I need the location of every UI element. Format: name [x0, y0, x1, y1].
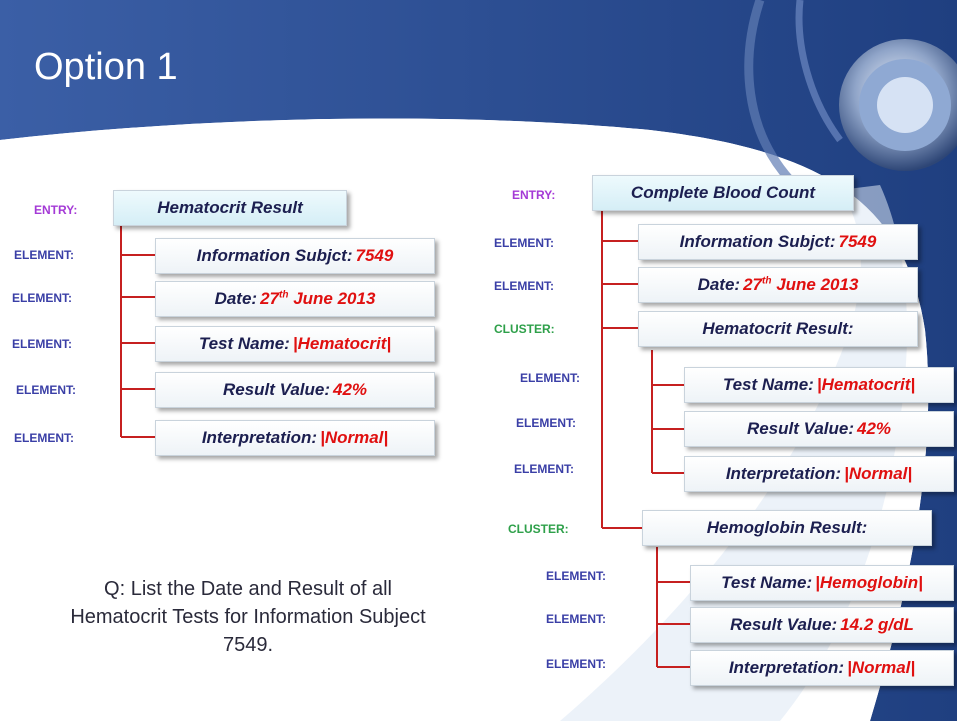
hematocrit-interpretation: Interpretation:|Normal| — [684, 456, 954, 492]
right-cluster-hemoglobin: Hemoglobin Result: — [642, 510, 932, 546]
element-label: ELEMENT: — [494, 279, 554, 293]
date-day: 27 — [743, 275, 762, 294]
hemoglobin-result-value: Result Value:14.2 g/dL — [690, 607, 954, 643]
hematocrit-result-value: Result Value:42% — [684, 411, 954, 447]
element-label: ELEMENT: — [520, 371, 580, 385]
slide-title: Option 1 — [34, 46, 178, 88]
left-element-date: Date:27th June 2013 — [155, 281, 435, 317]
field-name: Date: — [214, 289, 258, 308]
hemoglobin-test-name: Test Name:|Hemoglobin| — [690, 565, 954, 601]
field-name: Date: — [697, 275, 741, 294]
field-name: Result Value: — [746, 419, 855, 438]
element-label: ELEMENT: — [514, 462, 574, 476]
element-label: ELEMENT: — [494, 236, 554, 250]
field-value: |Hematocrit| — [816, 375, 916, 394]
cluster-title: Hematocrit Result: — [702, 319, 854, 338]
left-element-info-subject: Information Subjct:7549 — [155, 238, 435, 274]
element-label: ELEMENT: — [546, 657, 606, 671]
question-text: Q: List the Date and Result of all Hemat… — [70, 578, 426, 656]
left-entry-box: Hematocrit Result — [113, 190, 347, 226]
field-name: Information Subjct: — [679, 232, 836, 251]
entry-label: ENTRY: — [34, 203, 78, 217]
left-entry-text: Hematocrit Result — [157, 198, 303, 217]
element-label: ELEMENT: — [14, 248, 74, 262]
right-entry-text: Complete Blood Count — [630, 183, 816, 202]
cluster-label: CLUSTER: — [508, 522, 569, 536]
field-value: 42% — [333, 380, 368, 399]
element-label: ELEMENT: — [546, 612, 606, 626]
left-tree-connectors — [120, 224, 155, 438]
field-name: Test Name: — [721, 573, 813, 592]
right-entry-box: Complete Blood Count — [592, 175, 854, 211]
field-name: Interpretation: — [201, 428, 318, 447]
left-element-result-value: Result Value:42% — [155, 372, 435, 408]
field-value: 14.2 g/dL — [840, 615, 914, 634]
element-label: ELEMENT: — [12, 337, 72, 351]
hematocrit-test-name: Test Name:|Hematocrit| — [684, 367, 954, 403]
field-value: 27th June 2013 — [743, 275, 858, 295]
cluster-title: Hemoglobin Result: — [706, 518, 868, 537]
field-name: Result Value: — [222, 380, 331, 399]
field-name: Result Value: — [730, 615, 838, 634]
left-element-test-name: Test Name:|Hematocrit| — [155, 326, 435, 362]
cluster-label: CLUSTER: — [494, 322, 555, 336]
entry-label: ENTRY: — [512, 188, 556, 202]
field-value: |Normal| — [320, 428, 389, 447]
field-value: 42% — [857, 419, 892, 438]
field-value: 27th June 2013 — [260, 289, 375, 309]
date-suffix: th — [279, 289, 289, 301]
right-element-date: Date:27th June 2013 — [638, 267, 918, 303]
field-value: 7549 — [355, 246, 394, 265]
field-name: Test Name: — [722, 375, 814, 394]
right-element-info-subject: Information Subjct:7549 — [638, 224, 918, 260]
field-value: |Hemoglobin| — [815, 573, 923, 592]
date-day: 27 — [260, 289, 279, 308]
field-name: Information Subjct: — [196, 246, 353, 265]
hemoglobin-interpretation: Interpretation:|Normal| — [690, 650, 954, 686]
left-element-interpretation: Interpretation:|Normal| — [155, 420, 435, 456]
field-name: Interpretation: — [728, 658, 845, 677]
element-label: ELEMENT: — [12, 291, 72, 305]
field-value: |Hematocrit| — [292, 334, 392, 353]
element-label: ELEMENT: — [16, 383, 76, 397]
element-label: ELEMENT: — [14, 431, 74, 445]
field-name: Test Name: — [198, 334, 290, 353]
date-suffix: th — [762, 275, 772, 287]
date-month-year: June 2013 — [776, 275, 859, 294]
right-cluster-hematocrit: Hematocrit Result: — [638, 311, 918, 347]
element-label: ELEMENT: — [516, 416, 576, 430]
field-name: Interpretation: — [725, 464, 842, 483]
date-month-year: June 2013 — [293, 289, 376, 308]
element-label: ELEMENT: — [546, 569, 606, 583]
field-value: |Normal| — [844, 464, 913, 483]
field-value: 7549 — [838, 232, 877, 251]
field-value: |Normal| — [847, 658, 916, 677]
right-tree-connectors — [601, 209, 690, 668]
